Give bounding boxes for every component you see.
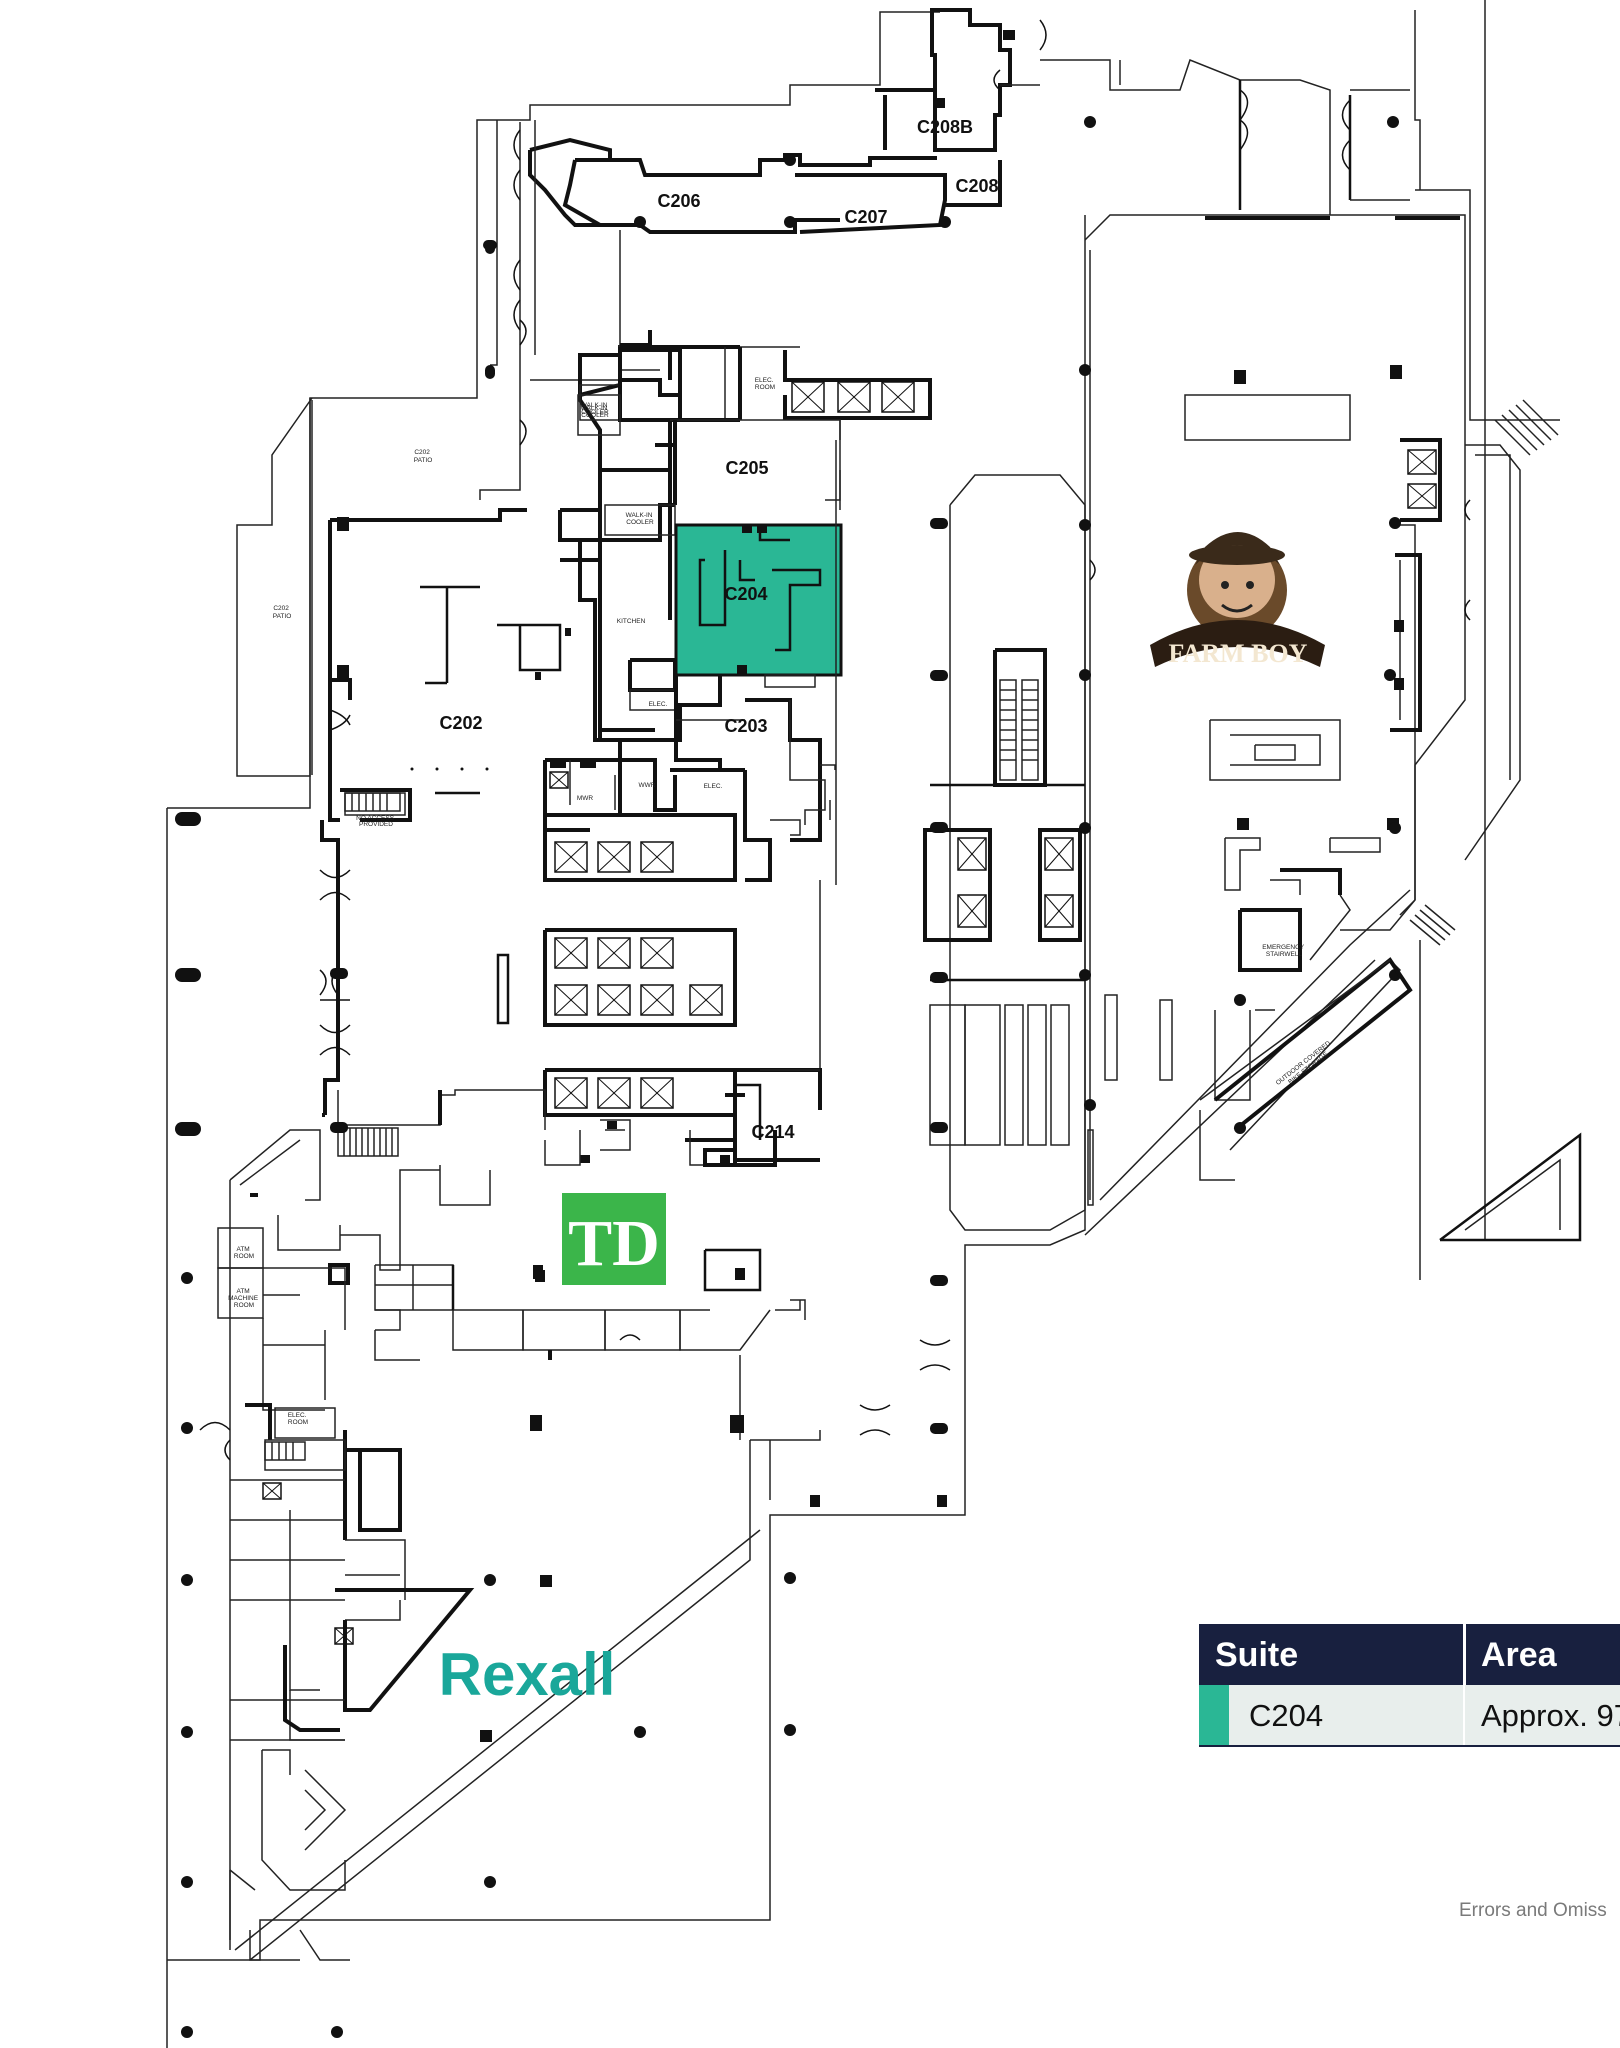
elec-small-label: ELEC. xyxy=(704,783,723,790)
header-divider xyxy=(1463,1624,1466,1685)
c203-c205-area: ELEC. MWR WWR xyxy=(543,420,841,885)
elevator-icon xyxy=(262,1482,354,1645)
elevator-icon xyxy=(1407,449,1437,509)
suite-label-c204: C204 xyxy=(724,584,767,604)
atm-machine-room-label: ATM MACHINE ROOM xyxy=(228,1288,260,1309)
table-row: C204 Approx. 97 xyxy=(1199,1685,1620,1747)
row-suite: C204 xyxy=(1249,1698,1324,1733)
farm-boy-block: EMERGENCY STAIRWELL xyxy=(1079,214,1559,1200)
suite-label-c206: C206 xyxy=(657,191,700,211)
kitchen-label: KITCHEN xyxy=(617,618,646,625)
suite-labels: C208B C208 C206 C207 C205 C204 C202 C203… xyxy=(439,117,998,1142)
mwr-label: MWR xyxy=(577,795,594,802)
patio-label-side: C202 PATIO xyxy=(273,605,292,620)
elec-label: ELEC. xyxy=(649,701,668,708)
wwr-label: WWR xyxy=(639,782,656,789)
elevator-icon xyxy=(791,381,915,413)
row-divider xyxy=(1463,1685,1465,1745)
walkin-cooler-label-3: WALK-IN COOLER xyxy=(626,512,655,526)
elevator-icon xyxy=(554,841,674,873)
walkin-cooler-label-2: WALK-IN COOLER xyxy=(581,405,610,419)
td-logo: TD xyxy=(562,1193,666,1285)
misc-tags xyxy=(533,1265,541,1279)
header-area: Area xyxy=(1481,1636,1557,1674)
elevator-banks xyxy=(496,813,737,1117)
elevator-icon xyxy=(554,1077,674,1109)
suite-label-c202: C202 xyxy=(439,713,482,733)
central-escalator-core xyxy=(923,474,1173,1231)
no-access-label: NO ACCESS PROVIDED xyxy=(356,815,396,828)
upper-wing xyxy=(528,8,1410,234)
elevator-icon xyxy=(957,837,1074,928)
row-accent xyxy=(1199,1685,1229,1745)
suite-label-c208b: C208B xyxy=(917,117,973,137)
suite-area-table: Suite Area C204 Approx. 97 xyxy=(1199,1624,1620,1747)
elec-room-bottom-label: ELEC. ROOM xyxy=(288,1412,309,1426)
walkin-cooler-label-1: WALK-IN COOLER xyxy=(581,402,610,416)
suite-label-c214: C214 xyxy=(751,1122,794,1142)
suite-label-c207: C207 xyxy=(844,207,887,227)
row-area: Approx. 97 xyxy=(1481,1698,1620,1733)
rexall-boundary xyxy=(234,1339,951,1961)
header-suite: Suite xyxy=(1215,1636,1299,1674)
stairs-icon xyxy=(1409,904,1456,946)
perimeter-columns xyxy=(175,240,948,2038)
disclaimer-text: Errors and Omiss xyxy=(1459,1900,1607,1921)
atm-room-label: ATM ROOM xyxy=(234,1246,254,1260)
dotted-line xyxy=(410,767,489,771)
stairs-icon xyxy=(1494,399,1559,456)
c202-patio-area: C202 PATIO C202 PATIO xyxy=(236,397,433,777)
stairs-icon xyxy=(344,792,401,812)
elec-room-top-label: ELEC. ROOM xyxy=(755,377,776,391)
elevator-icon xyxy=(554,937,723,1016)
rexall-logo: Rexall xyxy=(439,1641,616,1708)
suite-c204-highlight xyxy=(674,523,843,677)
td-logo-text: TD xyxy=(568,1207,660,1280)
emergency-stairwell-label: EMERGENCY STAIRWELL xyxy=(1262,944,1306,958)
elevator-icon xyxy=(549,771,569,789)
patio-label-top: C202 PATIO xyxy=(414,449,433,464)
escalator-icon xyxy=(1004,1004,1070,1146)
c214-td-area xyxy=(277,1069,820,1361)
sw-block: ATM ROOM ATM MACHINE ROOM ELEC. ROOM xyxy=(199,1129,475,1961)
suite-label-c203: C203 xyxy=(724,716,767,736)
farm-boy-logo-text: FARM BOY xyxy=(1169,639,1308,668)
escalator-icon xyxy=(999,679,1039,781)
rexall-logo-text: Rexall xyxy=(439,1641,616,1708)
table-header: Suite Area xyxy=(1199,1624,1620,1685)
suite-label-c205: C205 xyxy=(725,458,768,478)
restaurant-core: WALK-IN COOLER ELEC. ROOM xyxy=(328,330,932,828)
farm-boy-logo: FARM BOY xyxy=(1150,532,1325,668)
stairs-icon xyxy=(264,1441,306,1461)
suite-label-c208: C208 xyxy=(955,176,998,196)
stairs-icon xyxy=(337,1127,399,1157)
